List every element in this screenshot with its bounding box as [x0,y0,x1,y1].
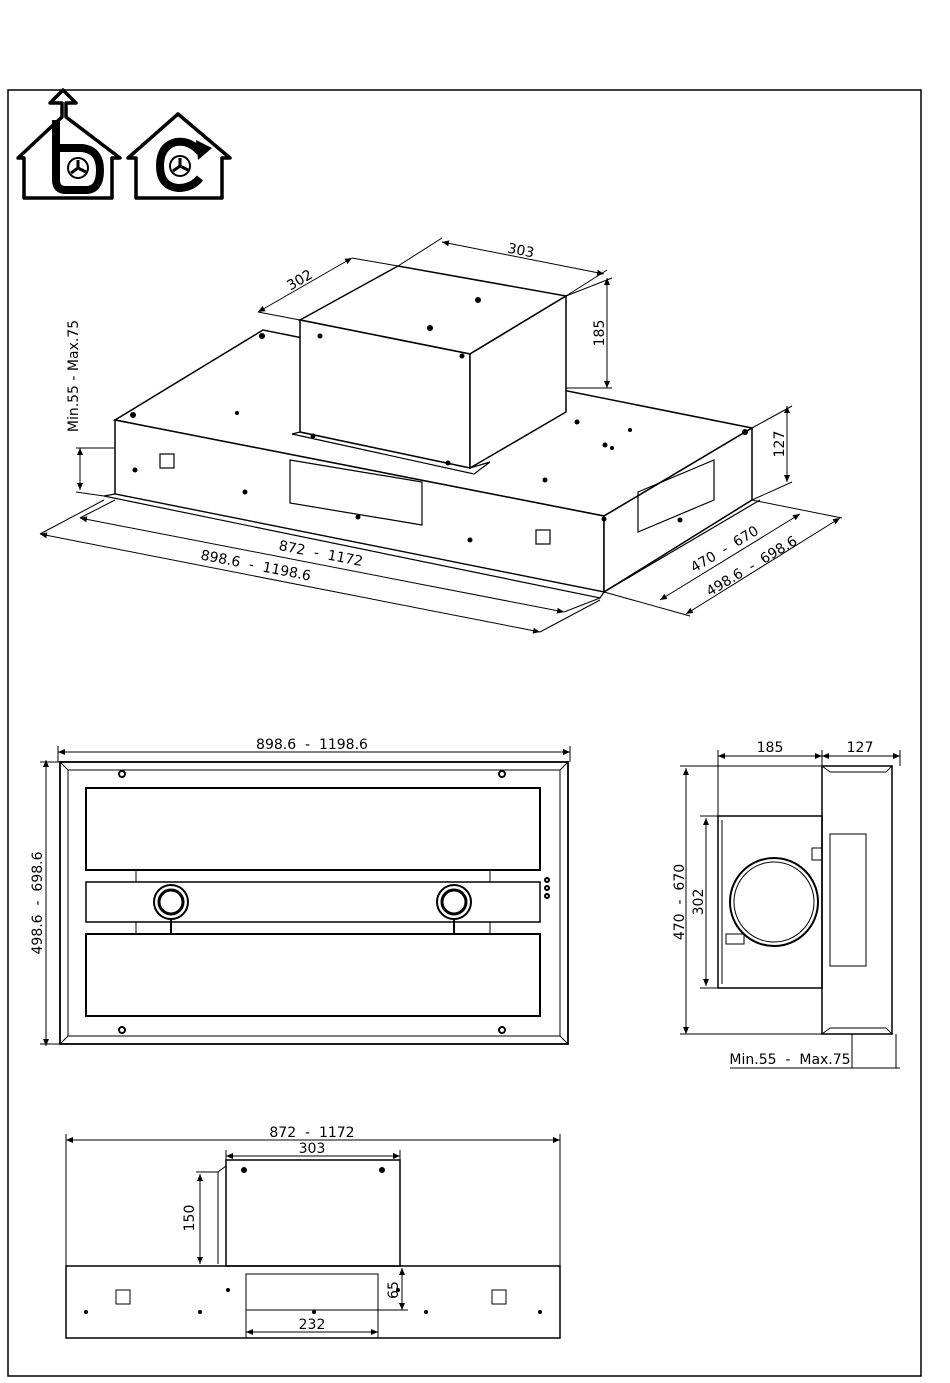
recirculation-icon [128,114,230,198]
side-view-dimensions [680,750,900,1068]
bottom-view-dimensions [40,746,570,1046]
front-window-width-label: 232 [299,1317,326,1333]
front-view-dimensions [66,1134,560,1338]
front-motor-width-label: 303 [299,1141,326,1157]
side-view [718,766,892,1034]
side-body-depth-label: 127 [847,740,874,756]
side-install-height-label: Min.55 - Max.75 [729,1052,850,1068]
dim-body-height: 127 [772,431,788,458]
bottom-width-label: 898.6 - 1198.6 [256,737,368,753]
dim-motor-width: 303 [506,241,535,262]
dim-motor-height: 185 [592,320,608,347]
bottom-view [60,762,568,1044]
front-window-height-label: 65 [386,1281,402,1299]
side-motor-depth-label: 185 [757,740,784,756]
side-motor-width-label: 302 [691,889,707,916]
front-view-dots [84,1167,542,1314]
side-inner-height-label: 470 - 670 [672,864,688,940]
front-motor-height-label: 150 [182,1205,198,1232]
ducted-extraction-icon [18,90,120,198]
front-inner-width-label: 872 - 1172 [269,1125,354,1141]
dim-install-height: Min.55 - Max.75 [66,320,82,432]
bottom-depth-label: 498.6 - 698.6 [30,851,46,954]
dim-motor-depth: 302 [284,267,315,294]
